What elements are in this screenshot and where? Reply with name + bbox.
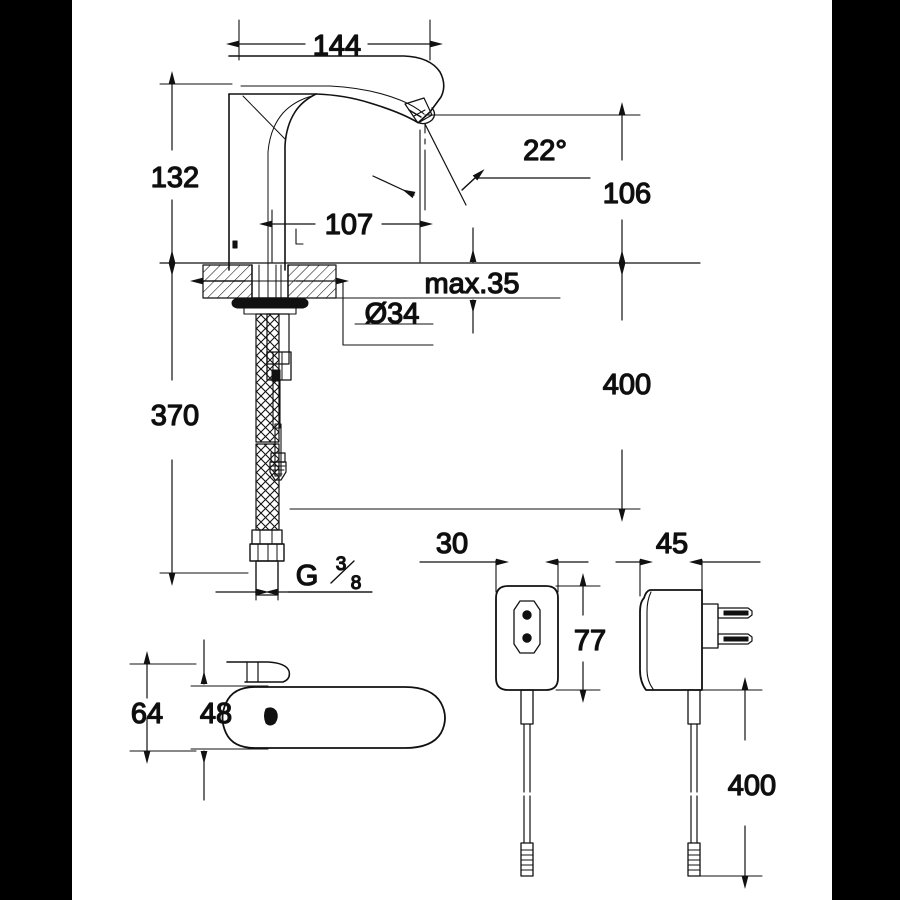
dimension-30 — [419, 558, 589, 593]
g-thread-denominator: 8 — [351, 573, 362, 594]
dim-label-45: 45 — [656, 528, 688, 560]
dim-label-77: 77 — [574, 625, 606, 657]
dimension-64 — [129, 651, 197, 764]
dimension-48 — [190, 639, 269, 801]
g-thread-letter: G — [296, 560, 319, 592]
dimension-max-35 — [335, 227, 561, 334]
power-supply-front-view — [495, 585, 559, 877]
g-thread-numerator: 3 — [336, 554, 347, 575]
dim-label-400-hose: 400 — [603, 369, 651, 401]
dimension-400-cable — [699, 677, 763, 889]
dim-label-g-three-eighths: G 3 8 — [295, 553, 362, 594]
right-margin-band — [832, 0, 900, 900]
tap-body-outline — [228, 55, 445, 271]
power-supply-side-view — [639, 589, 753, 877]
dimension-77 — [555, 573, 601, 703]
dimension-107 — [259, 129, 433, 263]
dim-label-diameter-34: Ø34 — [365, 298, 420, 330]
dimension-g-three-eighths — [215, 562, 373, 601]
dim-label-30: 30 — [436, 528, 468, 560]
plan-view-body — [221, 661, 446, 749]
drawing-sheet — [72, 0, 832, 900]
dim-label-106: 106 — [603, 178, 651, 210]
dim-label-max-35: max.35 — [424, 268, 519, 300]
dimension-22-degrees — [372, 123, 591, 211]
dim-label-370: 370 — [151, 400, 199, 432]
left-margin-band — [0, 0, 72, 900]
dimension-370 — [159, 250, 249, 586]
dim-label-400-cable: 400 — [728, 770, 776, 802]
dim-label-22-degrees: 22° — [523, 135, 567, 167]
dimension-diameter-34 — [190, 277, 434, 346]
dim-label-107: 107 — [325, 209, 373, 241]
dimension-144 — [226, 19, 443, 61]
dim-label-48: 48 — [200, 698, 232, 730]
dim-label-64: 64 — [131, 698, 163, 730]
dimension-45 — [615, 558, 761, 597]
dim-label-144: 144 — [313, 30, 361, 62]
dimension-400-hose — [289, 250, 641, 522]
dim-label-132: 132 — [151, 162, 199, 194]
threaded-shank — [249, 313, 292, 596]
